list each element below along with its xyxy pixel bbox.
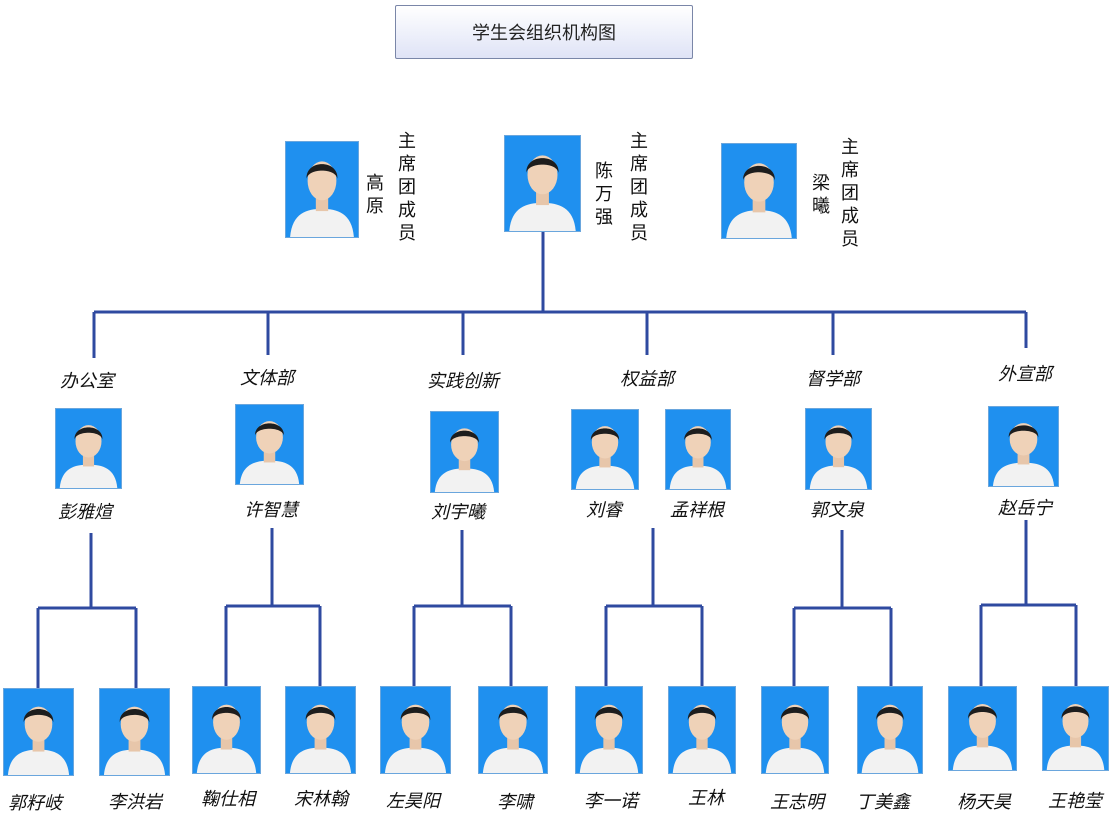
- portrait-photo: [380, 686, 451, 774]
- portrait-photo: [571, 409, 639, 490]
- member-name: 丁美鑫: [856, 792, 910, 813]
- member-name: 李一诺: [584, 791, 638, 812]
- portrait-silhouette: [669, 426, 727, 489]
- portrait-silhouette: [672, 704, 732, 773]
- portrait-photo: [805, 408, 872, 490]
- portrait-silhouette: [765, 704, 825, 773]
- department-name: 督学部: [806, 369, 860, 390]
- presidium-role: 主席团成员: [630, 131, 648, 244]
- portrait-silhouette: [7, 706, 70, 775]
- department-head-name: 许智慧: [244, 500, 298, 521]
- department-head-name: 刘宇曦: [431, 502, 485, 523]
- department-head-name: 郭文泉: [810, 500, 864, 521]
- portrait-photo: [285, 686, 356, 774]
- connector-rights-members: [604, 528, 704, 686]
- portrait-photo: [857, 686, 923, 774]
- chart-title: 学生会组织机构图: [395, 5, 693, 59]
- portrait-silhouette: [239, 421, 300, 484]
- portrait-silhouette: [482, 704, 544, 773]
- member-name: 王林: [688, 788, 724, 809]
- portrait-photo: [665, 409, 731, 490]
- connector-office-members: [36, 533, 138, 688]
- department-head-name: 赵岳宁: [998, 498, 1052, 519]
- department-head-name: 彭雅煊: [58, 502, 112, 523]
- portrait-silhouette: [384, 704, 447, 773]
- portrait-photo: [285, 141, 359, 238]
- department-head-name: 刘睿: [586, 500, 622, 521]
- presidium-role: 主席团成员: [841, 137, 859, 250]
- portrait-silhouette: [579, 704, 639, 773]
- portrait-silhouette: [726, 163, 792, 238]
- portrait-silhouette: [992, 423, 1055, 486]
- portrait-silhouette: [1046, 703, 1105, 770]
- department-name: 外宣部: [998, 364, 1052, 385]
- portrait-silhouette: [434, 428, 495, 492]
- presidium-name: 高原: [366, 173, 384, 217]
- member-name: 李啸: [497, 792, 533, 813]
- portrait-silhouette: [196, 704, 257, 773]
- member-name: 郭籽岐: [8, 793, 62, 814]
- member-name: 李洪岩: [108, 792, 162, 813]
- portrait-photo: [430, 411, 499, 493]
- connector-study-members: [792, 530, 893, 686]
- portrait-silhouette: [289, 704, 352, 773]
- portrait-silhouette: [952, 703, 1013, 770]
- department-name: 权益部: [620, 369, 674, 390]
- portrait-photo: [761, 686, 829, 774]
- portrait-photo: [948, 686, 1017, 771]
- portrait-photo: [1042, 686, 1109, 771]
- portrait-silhouette: [809, 425, 868, 489]
- department-name: 文体部: [240, 368, 294, 389]
- portrait-photo: [99, 688, 170, 776]
- portrait-photo: [668, 686, 736, 774]
- connector-sports-members: [224, 528, 322, 686]
- portrait-silhouette: [103, 706, 166, 775]
- department-name: 办公室: [60, 371, 114, 392]
- portrait-silhouette: [575, 426, 635, 489]
- portrait-photo: [575, 686, 643, 774]
- department-head-name: 孟祥根: [670, 500, 724, 521]
- portrait-silhouette: [59, 425, 118, 488]
- portrait-silhouette: [861, 704, 919, 773]
- portrait-photo: [55, 408, 122, 489]
- portrait-photo: [235, 404, 304, 485]
- department-name: 实践创新: [427, 371, 499, 392]
- member-name: 王艳莹: [1048, 791, 1102, 812]
- member-name: 宋林翰: [294, 789, 348, 810]
- connector-publicity-members: [979, 520, 1078, 686]
- presidium-name: 梁曦: [812, 173, 830, 217]
- member-name: 王志明: [770, 792, 824, 813]
- portrait-photo: [988, 406, 1059, 487]
- portrait-silhouette: [509, 155, 576, 231]
- member-name: 鞠仕相: [201, 789, 255, 810]
- portrait-photo: [504, 135, 581, 232]
- member-name: 杨天昊: [957, 792, 1011, 813]
- presidium-name: 陈万强: [595, 161, 613, 228]
- portrait-photo: [721, 143, 797, 239]
- presidium-role: 主席团成员: [398, 131, 416, 244]
- connector-practice-members: [412, 530, 513, 686]
- portrait-photo: [3, 688, 74, 776]
- portrait-photo: [478, 686, 548, 774]
- portrait-silhouette: [290, 161, 354, 237]
- member-name: 左昊阳: [386, 791, 440, 812]
- portrait-photo: [192, 686, 261, 774]
